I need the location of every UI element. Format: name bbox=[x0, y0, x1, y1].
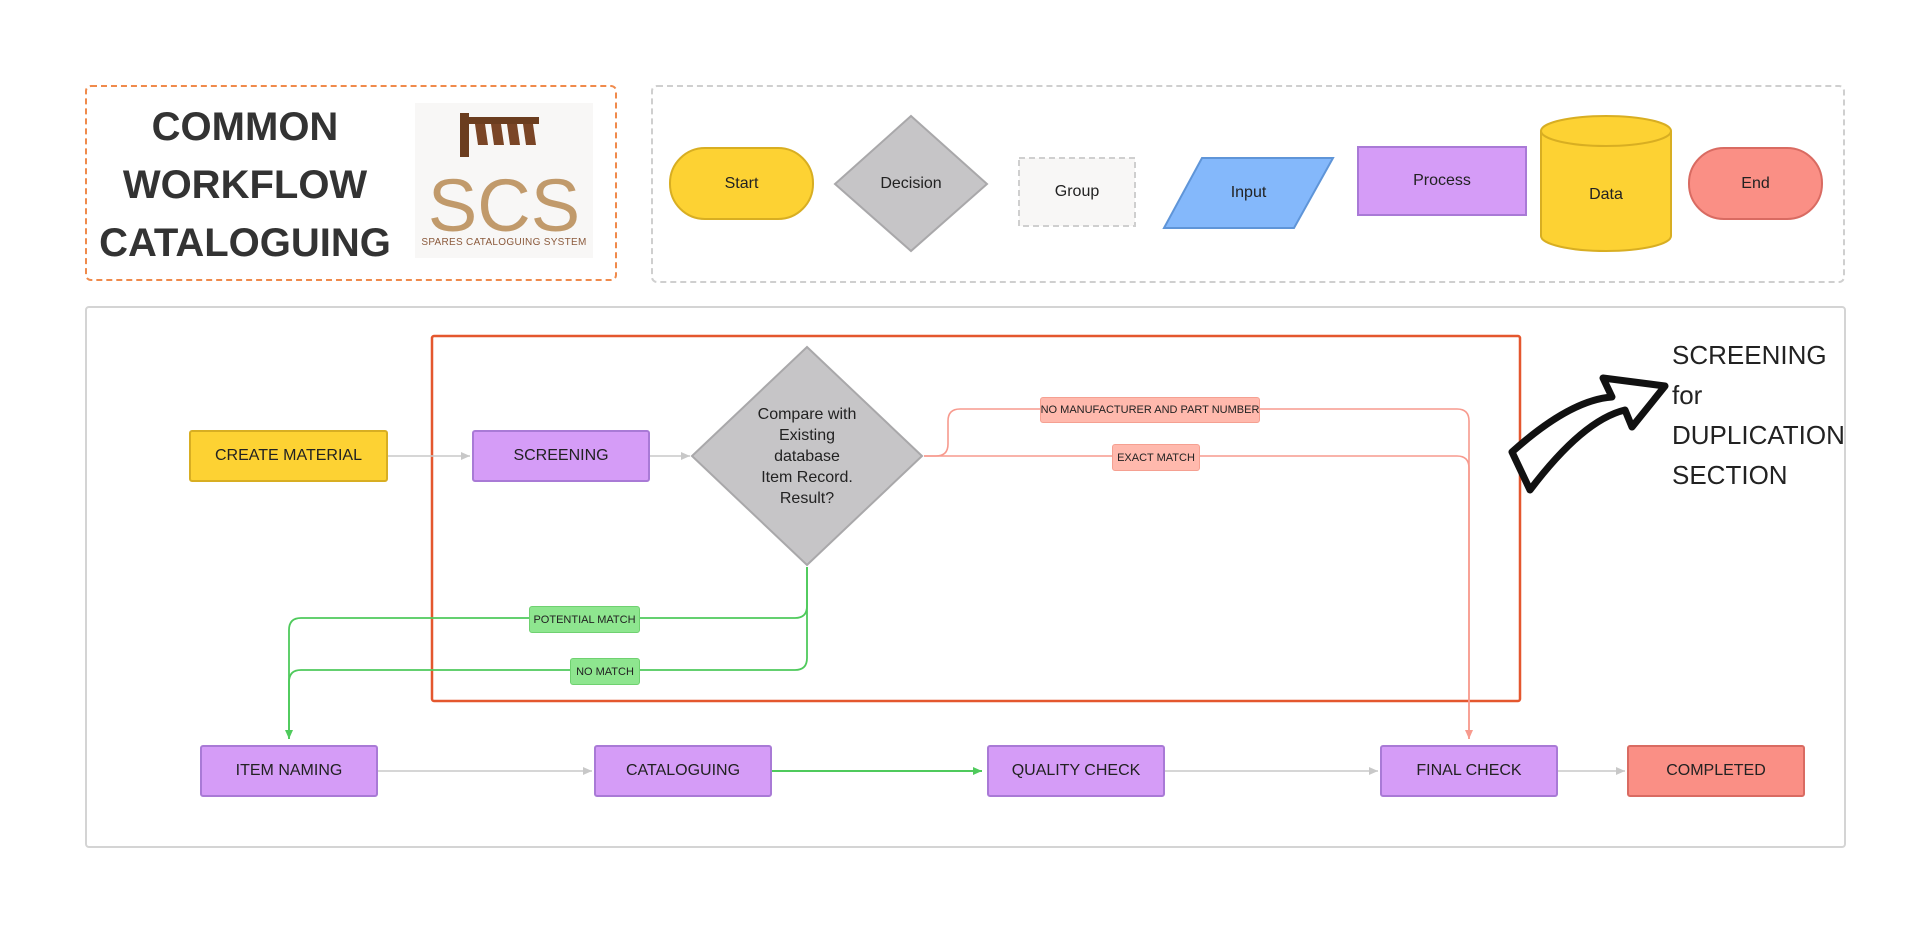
title-panel bbox=[85, 85, 617, 281]
annotation-line-2: for bbox=[1672, 380, 1703, 410]
edge-label-no-match: NO MATCH bbox=[570, 658, 640, 685]
edge-no-match bbox=[288, 567, 808, 739]
legend-start-shape bbox=[669, 147, 814, 220]
annotation-line-3: DUPLICATION bbox=[1672, 420, 1845, 450]
edge-label-potential-match: POTENTIAL MATCH bbox=[529, 606, 640, 633]
title-line-2: WORKFLOW bbox=[122, 163, 368, 207]
workflow-canvas bbox=[85, 306, 1846, 848]
annotation-arrow-icon bbox=[1508, 374, 1669, 494]
decision-line-4: Item Record. bbox=[761, 469, 853, 486]
edge-label-exact-match: EXACT MATCH bbox=[1112, 444, 1200, 471]
annotation-line-1: SCREENING bbox=[1672, 340, 1827, 370]
edge-exact-match bbox=[924, 455, 1473, 739]
decision-line-1: Compare with bbox=[757, 406, 857, 423]
edge-potential-match bbox=[285, 567, 808, 739]
logo-subtitle: SPARES CATALOGUING SYSTEM bbox=[421, 237, 587, 248]
legend-group-shape bbox=[1018, 157, 1136, 227]
scs-logo-graphic: SCS bbox=[428, 113, 580, 247]
item-naming-node[interactable]: ITEM NAMING bbox=[200, 745, 378, 797]
decision-line-2: Existing bbox=[778, 427, 836, 444]
create-material-node[interactable]: CREATE MATERIAL bbox=[189, 430, 388, 482]
scs-logo: SCS SPARES CATALOGUING SYSTEM bbox=[415, 103, 593, 258]
screening-node[interactable]: SCREENING bbox=[472, 430, 650, 482]
annotation-line-4: SECTION bbox=[1672, 460, 1788, 490]
quality-check-node[interactable]: QUALITY CHECK bbox=[987, 745, 1165, 797]
legend-data-shape bbox=[1540, 115, 1672, 252]
legend-end-shape bbox=[1688, 147, 1823, 220]
legend-decision-shape bbox=[833, 114, 989, 253]
title-line-1: COMMON bbox=[151, 105, 339, 149]
edge-label-no-manufacturer: NO MANUFACTURER AND PART NUMBER bbox=[1040, 397, 1260, 423]
logo-letters: SCS bbox=[428, 164, 580, 247]
page-title: COMMON WORKFLOW CATALOGUING bbox=[90, 98, 400, 272]
final-check-node[interactable]: FINAL CHECK bbox=[1380, 745, 1558, 797]
screening-section-frame bbox=[430, 334, 1522, 703]
legend-process-shape bbox=[1357, 146, 1527, 216]
title-line-3: CATALOGUING bbox=[99, 221, 391, 265]
screening-annotation: SCREENING for DUPLICATION SECTION bbox=[1672, 335, 1845, 495]
edge-no-manufacturer bbox=[924, 408, 1470, 739]
completed-node[interactable]: COMPLETED bbox=[1627, 745, 1805, 797]
legend-panel bbox=[651, 85, 1845, 283]
decision-line-3: database bbox=[774, 448, 840, 465]
compare-decision-label: Compare with Existing database Item Reco… bbox=[727, 404, 887, 509]
compare-decision-shape bbox=[690, 345, 924, 567]
legend-input-shape bbox=[1162, 157, 1335, 229]
decision-line-5: Result? bbox=[779, 490, 835, 507]
cataloguing-node[interactable]: CATALOGUING bbox=[594, 745, 772, 797]
